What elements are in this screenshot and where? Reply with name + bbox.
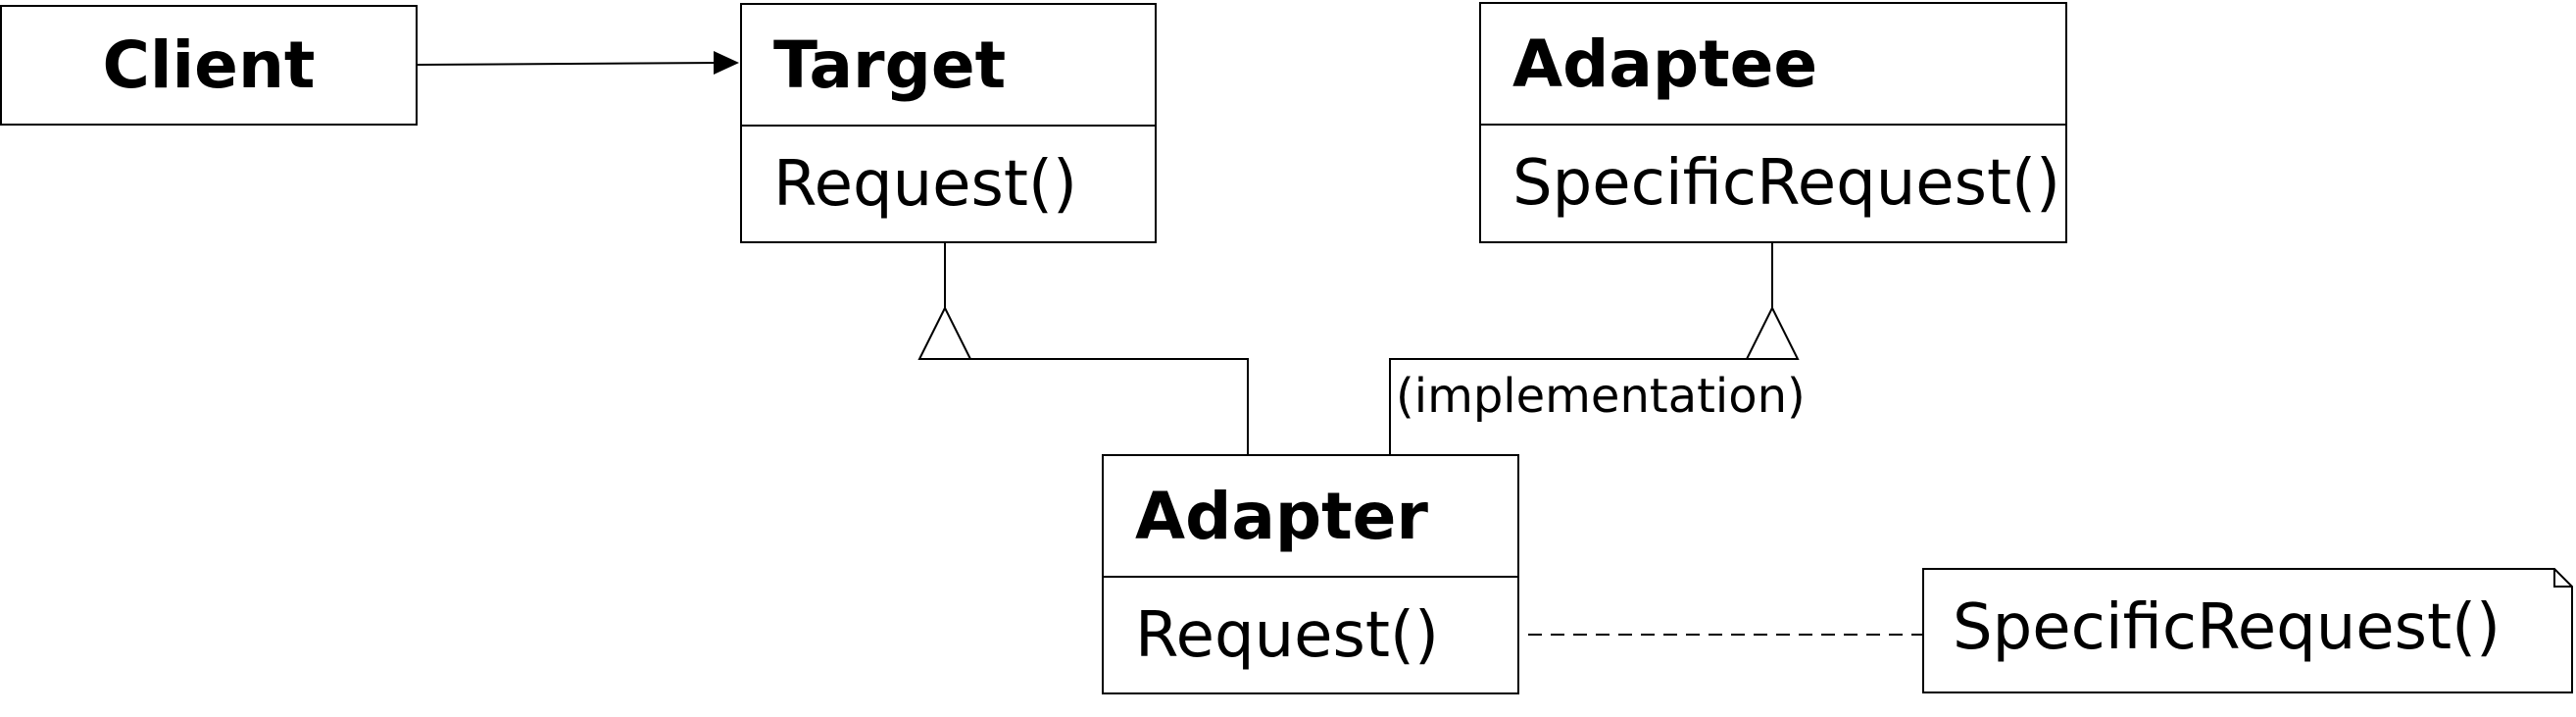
client-class-box: Client: [0, 5, 418, 126]
adapter-operation: Request(): [1104, 576, 1517, 692]
note-text: SpecificRequest(): [1953, 591, 2501, 664]
note-shape: [1922, 568, 2573, 693]
target-class-box: Target Request(): [740, 3, 1157, 243]
adaptee-class-name: Adaptee: [1512, 26, 1818, 102]
adapter-class-name: Adapter: [1135, 478, 1428, 554]
target-class-name: Target: [773, 26, 1007, 103]
adapter-class-box: Adapter Request(): [1102, 454, 1519, 694]
adapter-adaptee-implementation-line: [1389, 358, 1747, 455]
target-operation: Request(): [742, 125, 1155, 241]
adaptee-class-box: Adaptee SpecificRequest(): [1479, 2, 2067, 243]
adaptee-inheritance-triangle: [1745, 305, 1800, 360]
implementation-label: (implementation): [1396, 369, 1806, 424]
adapter-target-generalization-line: [970, 358, 1249, 455]
adaptee-operation: SpecificRequest(): [1481, 124, 2065, 241]
client-target-association-line: [417, 62, 722, 66]
target-inheritance-triangle: [917, 305, 972, 360]
association-arrowhead: [714, 51, 739, 75]
note-folded-corner: [2553, 569, 2572, 588]
client-class-name: Client: [102, 27, 316, 103]
